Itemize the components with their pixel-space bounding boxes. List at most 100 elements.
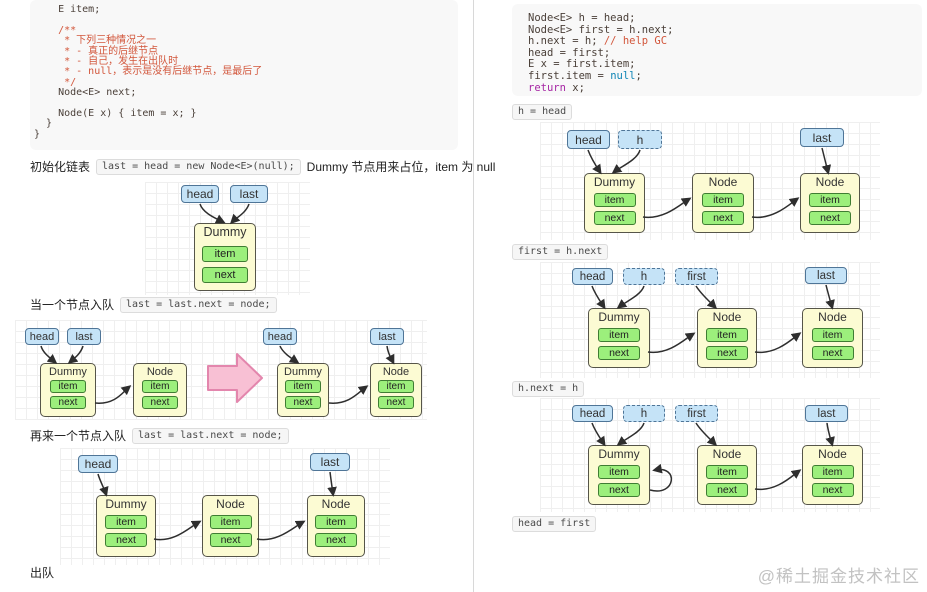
field-next: next xyxy=(209,533,252,547)
code-line xyxy=(34,15,450,25)
section-label: 当一个节点入队 xyxy=(30,298,115,312)
field-item: item xyxy=(593,193,636,207)
field-item: item xyxy=(702,193,744,207)
code-line: return x; xyxy=(528,81,585,94)
code-line: E x = first.item; xyxy=(528,58,636,71)
pointer-head: head xyxy=(78,455,118,473)
section-label: 出队 xyxy=(30,566,55,580)
inline-code-init: last = head = new Node<E>(null); xyxy=(96,158,301,175)
node-box-dummy: Dummy item next xyxy=(40,363,96,417)
pointer-h: h xyxy=(623,405,665,422)
java-code-block-node-class: E item; /** * 下列三种情况之一 * - 真正的后继节点 * - 自… xyxy=(30,0,458,150)
code-line: } xyxy=(34,128,41,140)
node-title: Dummy xyxy=(593,175,636,189)
pointer-head: head xyxy=(263,328,297,345)
field-next: next xyxy=(811,483,854,497)
pointer-last: last xyxy=(67,328,101,345)
watermark: @稀土掘金技术社区 xyxy=(757,567,920,586)
field-next: next xyxy=(706,483,748,497)
node-title: Dummy xyxy=(284,366,322,378)
field-item: item xyxy=(811,328,854,342)
section-enqueue-1: 当一个节点入队 last = last.next = node; xyxy=(30,296,277,313)
code-line: * - 真正的后继节点 xyxy=(34,45,159,57)
pointer-head: head xyxy=(572,405,613,422)
node-title: Dummy xyxy=(203,225,247,239)
field-item: item xyxy=(706,465,748,479)
field-item: item xyxy=(811,465,854,479)
diagram-hnext-h: head h first last Dummy item next Node i… xyxy=(540,398,880,512)
code-line: /** xyxy=(34,24,77,36)
node-title: Node xyxy=(712,310,742,324)
pointer-last: last xyxy=(310,453,350,471)
section-label: 初始化链表 xyxy=(30,160,91,174)
code-line: Node<E> next; xyxy=(34,87,137,99)
field-item: item xyxy=(598,465,640,479)
pointer-head: head xyxy=(567,130,610,149)
node-box-dummy: Dummy item next xyxy=(277,363,329,417)
inline-code-enqueue-1: last = last.next = node; xyxy=(120,296,277,313)
step-chip-hnext-h: h.next = h xyxy=(512,381,585,397)
field-next: next xyxy=(598,346,640,360)
code-line: * - null，表示是没有后继节点，是最后了 xyxy=(34,66,263,78)
code-line: * 下列三种情况之一 xyxy=(34,35,157,47)
pointer-last: last xyxy=(370,328,404,345)
field-item: item xyxy=(105,515,147,529)
diagram-first-hnext: head h first last Dummy item next Node i… xyxy=(540,262,880,378)
node-box-node: Node item next xyxy=(697,308,757,368)
pointer-head: head xyxy=(572,268,613,285)
node-box-dummy: Dummy item next xyxy=(584,173,645,233)
node-box-node: Node item next xyxy=(802,445,863,505)
section-note: Dummy 节点用来占位，item 为 null xyxy=(306,160,496,174)
code-line: Node<E> first = h.next; xyxy=(528,23,674,36)
diagram-enqueue-before-after: head last Dummy item next Node item next… xyxy=(15,320,427,420)
field-next: next xyxy=(315,533,357,547)
pointer-head: head xyxy=(25,328,59,345)
field-next: next xyxy=(809,211,851,225)
field-item: item xyxy=(378,380,414,393)
field-next: next xyxy=(593,211,636,225)
step-chip-h-head: h = head xyxy=(512,104,573,120)
step-chip-head-first: head = first xyxy=(512,516,597,532)
pointer-h: h xyxy=(623,268,665,285)
node-box-node: Node item next xyxy=(802,308,863,368)
field-next: next xyxy=(811,346,854,360)
field-next: next xyxy=(105,533,147,547)
pointer-head: head xyxy=(181,185,219,203)
field-next: next xyxy=(706,346,748,360)
node-title: Node xyxy=(216,497,245,511)
pointer-last: last xyxy=(805,405,848,422)
code-line: h.next = h; // help GC xyxy=(528,35,668,48)
node-title: Node xyxy=(321,497,351,511)
field-item: item xyxy=(142,380,178,393)
section-label: 再来一个节点入队 xyxy=(30,429,127,443)
section-init: 初始化链表 last = head = new Node<E>(null); D… xyxy=(30,158,495,175)
java-code-block-dequeue: Node<E> h = head; Node<E> first = h.next… xyxy=(512,4,922,96)
code-line: Node<E> h = head; xyxy=(528,12,636,24)
code-line: E item; xyxy=(34,4,101,15)
node-title: Node xyxy=(382,366,410,378)
field-next: next xyxy=(285,396,321,409)
pink-transition-arrow xyxy=(207,353,263,403)
node-box-dummy: Dummy item next xyxy=(588,308,650,368)
field-next: next xyxy=(50,396,86,409)
field-item: item xyxy=(50,380,86,393)
field-next: next xyxy=(598,483,640,497)
node-box-node: Node item next xyxy=(202,495,259,557)
pointer-last: last xyxy=(800,128,844,147)
node-title: Node xyxy=(712,447,742,461)
diagram-h-head: head h last Dummy item next Node item ne… xyxy=(540,122,880,240)
code-line: first.item = null; xyxy=(528,69,642,82)
pointer-last: last xyxy=(805,267,847,284)
code-line: * - 自己，发生在出队时 xyxy=(34,56,179,68)
node-box-node: Node item next xyxy=(692,173,754,233)
diagram-enqueue-2: head last Dummy item next Node item next… xyxy=(60,448,390,565)
field-item: item xyxy=(209,515,252,529)
section-enqueue-2: 再来一个节点入队 last = last.next = node; xyxy=(30,427,289,444)
node-box-node: Node item next xyxy=(800,173,860,233)
field-next: next xyxy=(378,396,414,409)
inline-code-enqueue-2: last = last.next = node; xyxy=(132,427,289,444)
field-item: item xyxy=(809,193,851,207)
code-line: Node(E x) { item = x; } xyxy=(34,108,197,120)
code-line: */ xyxy=(34,76,77,88)
node-title: Dummy xyxy=(105,497,147,511)
